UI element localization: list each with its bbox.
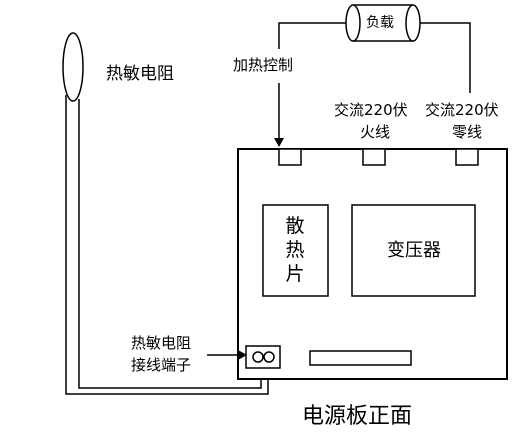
load-body (353, 5, 413, 41)
ac-neutral-label-top: 交流220伏 (425, 101, 499, 119)
heating-control-label: 加热控制 (233, 56, 294, 74)
heatsink-label: 散 热 片 (283, 214, 307, 286)
terminal-label-line2: 接线端子 (131, 356, 192, 374)
caption: 电源板正面 (302, 404, 413, 429)
heatsink-char-2: 热 (285, 239, 305, 261)
ac-live-label-bottom: 火线 (360, 123, 391, 141)
load-label: 负载 (366, 15, 394, 31)
heating-control-terminal (278, 148, 302, 166)
ac-live-terminal (362, 148, 386, 166)
load-outline (353, 4, 413, 42)
thermistor-symbol (62, 32, 84, 102)
heating-control-wire (278, 22, 346, 49)
heatsink-char-1: 散 (285, 215, 305, 237)
ac-live-label-top: 交流220伏 (334, 101, 408, 119)
terminal-screw-right (263, 351, 275, 363)
transformer-box (351, 204, 476, 297)
terminal-label-line1: 热敏电阻 (131, 334, 192, 352)
transformer-label: 变压器 (387, 240, 441, 261)
load-left-cap (345, 4, 361, 42)
bottom-connector (309, 350, 412, 366)
load-right-cap (405, 4, 421, 42)
terminal-screw-left (252, 351, 264, 363)
ac-neutral-terminal (455, 148, 479, 166)
neutral-wire (420, 22, 471, 93)
heatsink-char-3: 片 (285, 263, 305, 285)
ac-neutral-label-bottom: 零线 (452, 123, 483, 141)
thermistor-label: 热敏电阻 (106, 64, 174, 84)
heatsink-box (262, 204, 329, 297)
terminal-pointer-arrowhead (238, 350, 247, 360)
thermistor-lead-outer (65, 95, 269, 395)
heating-control-arrowhead (274, 138, 284, 147)
